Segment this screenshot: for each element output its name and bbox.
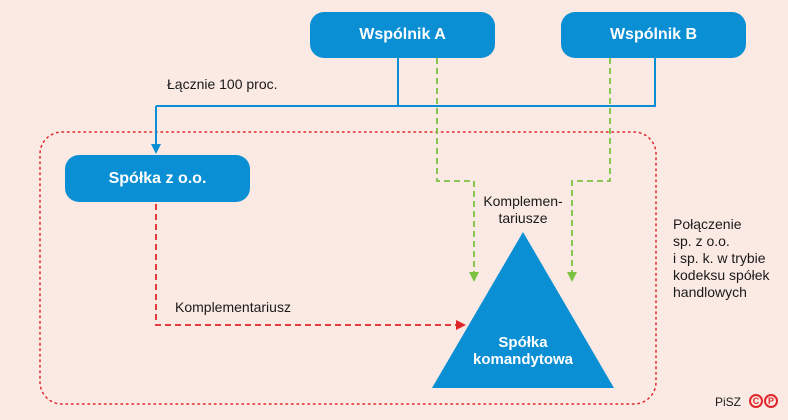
general-partner-arrow <box>155 204 466 330</box>
limited-partnership-line-1: Spółka <box>498 334 548 351</box>
total-ownership-label: Łącznie 100 proc. <box>167 76 278 92</box>
partner-b-label: Wspólnik B <box>609 26 698 43</box>
general-partners-arrows <box>436 58 611 282</box>
source-credit: PiSZ <box>715 395 742 409</box>
partner-b-node: Wspólnik B <box>561 12 746 58</box>
merger-note-line-3: i sp. k. w trybie <box>673 250 766 266</box>
general-partners-label: Komplemen- tariusze <box>468 193 578 227</box>
merger-note-line-1: Połączenie <box>673 216 742 232</box>
merger-note-line-5: handlowych <box>673 284 747 300</box>
general-partner-label: Komplementariusz <box>175 299 291 315</box>
merger-note-line-2: sp. z o.o. <box>673 233 730 249</box>
copyright-p-icon: P <box>764 394 778 408</box>
general-partners-line-2: tariusze <box>498 210 548 226</box>
general-partners-line-1: Komplemen- <box>483 193 563 209</box>
limited-partnership-label: Spółka komandytowa <box>453 334 593 368</box>
merger-boundary <box>39 131 657 405</box>
merger-note-line-4: kodeksu spółek <box>673 267 770 283</box>
ownership-connector <box>151 58 656 154</box>
llc-node: Spółka z o.o. <box>65 155 250 202</box>
merger-note: Połączenie sp. z o.o. i sp. k. w trybie … <box>673 216 783 301</box>
partner-a-label: Wspólnik A <box>359 26 446 43</box>
limited-partnership-line-2: komandytowa <box>472 351 574 368</box>
partner-a-node: Wspólnik A <box>310 12 495 58</box>
copyright-c-icon: C <box>749 394 763 408</box>
limited-partnership-triangle <box>432 232 614 388</box>
llc-label: Spółka z o.o. <box>108 169 207 187</box>
